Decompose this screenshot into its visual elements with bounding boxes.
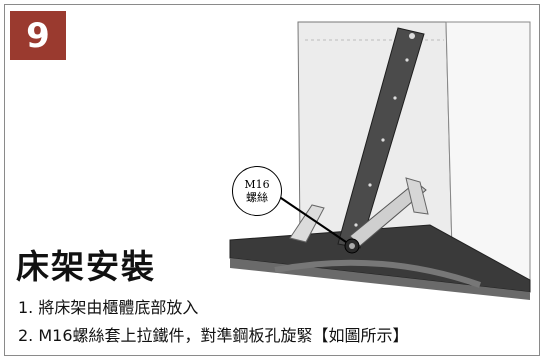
instruction-line: 2. M16螺絲套上拉鐵件，對準鋼板孔旋緊【如圖所示】 xyxy=(18,326,409,345)
bolt-callout: M16 螺絲 xyxy=(232,166,282,216)
callout-part-label: 螺絲 xyxy=(246,191,268,204)
bed-frame-curve xyxy=(274,259,481,288)
step-title: 床架安裝 xyxy=(16,247,156,286)
callout-leader xyxy=(277,195,347,243)
lift-arm-plate xyxy=(337,27,425,249)
callout-size-label: M16 xyxy=(244,178,270,191)
card-frame xyxy=(4,4,540,356)
step-number-badge: 9 xyxy=(10,11,66,60)
plate-hole xyxy=(409,33,415,39)
left-bracket xyxy=(289,204,325,243)
instruction-line: 1. 將床架由櫃體底部放入 xyxy=(18,298,199,317)
